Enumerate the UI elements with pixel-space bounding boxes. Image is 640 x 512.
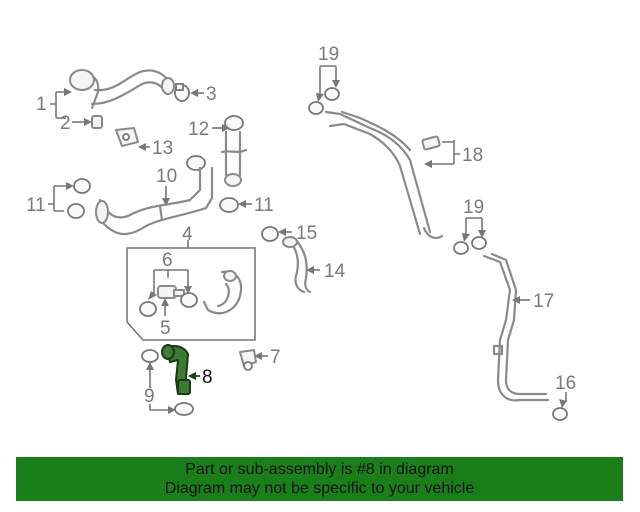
banner-line-2: Diagram may not be specific to your vehi… [164,480,475,497]
callout-11-right: 11 [254,195,274,216]
part-5-connector[interactable] [157,285,185,299]
callout-17: 17 [533,291,554,312]
parts-diagram: 1 2 3 13 12 10 11 11 4 6 5 15 14 7 8 9 1… [26,44,576,421]
leader-lines [48,65,567,414]
part-9-clamp-upper[interactable] [141,349,159,363]
callout-8: 8 [202,367,213,388]
part-8-hose-highlighted[interactable] [161,344,191,395]
callout-13: 13 [152,138,173,159]
callout-10: 10 [156,166,177,187]
part-19-clamp-mid-left[interactable] [453,241,469,255]
callout-4: 4 [182,224,193,245]
callout-2: 2 [60,113,71,134]
part-1-upper-hose[interactable] [69,69,175,110]
callout-9: 9 [144,386,155,407]
part-6-clamp-right[interactable] [180,292,198,308]
part-14-hose[interactable] [282,236,312,294]
callout-5: 5 [160,318,171,339]
part-6-clamp-left[interactable] [139,301,157,317]
part-11-clamp-lower[interactable] [67,203,85,219]
part-12-lower-clamp[interactable] [186,155,206,171]
callout-7: 7 [270,347,281,368]
part-9-clamp-lower[interactable] [174,402,194,416]
callout-19-mid: 19 [463,197,484,218]
callout-15: 15 [296,223,317,244]
part-16-clamp[interactable] [552,407,568,421]
callout-12: 12 [188,119,209,140]
part-17-pipe[interactable] [482,252,550,402]
callout-16: 16 [555,373,576,394]
part-15-clamp[interactable] [261,226,279,242]
part-19-clamp-top-left[interactable] [308,101,324,115]
part-19-clamp-top-right[interactable] [324,87,340,101]
part-11-clamp-upper[interactable] [73,178,91,194]
part-11-clamp-right[interactable] [219,197,239,213]
callout-1: 1 [36,94,47,115]
part-12-hose-stub[interactable] [220,130,248,187]
callout-14: 14 [324,261,346,282]
callout-3: 3 [206,84,217,105]
callout-11-left: 11 [26,195,46,216]
part-2-fitting[interactable] [91,115,103,129]
part-19-clamp-mid-right[interactable] [471,236,487,250]
part-10-hose[interactable] [95,166,214,236]
info-banner: Part or sub-assembly is #8 in diagram Di… [16,457,623,501]
callout-18: 18 [462,145,483,166]
banner-line-1: Part or sub-assembly is #8 in diagram [185,461,454,478]
part-3-clamp[interactable] [174,83,190,102]
callout-19-top: 19 [318,44,339,65]
part-7-clip[interactable] [239,349,257,371]
group-4-box [126,247,256,341]
part-12-clamp[interactable] [224,115,244,131]
part-13-bracket[interactable] [115,127,139,147]
part-18-sensor[interactable] [421,135,441,151]
callout-6: 6 [162,250,173,271]
group-4-hose[interactable] [202,270,243,315]
part-18-pipe[interactable] [324,110,444,239]
